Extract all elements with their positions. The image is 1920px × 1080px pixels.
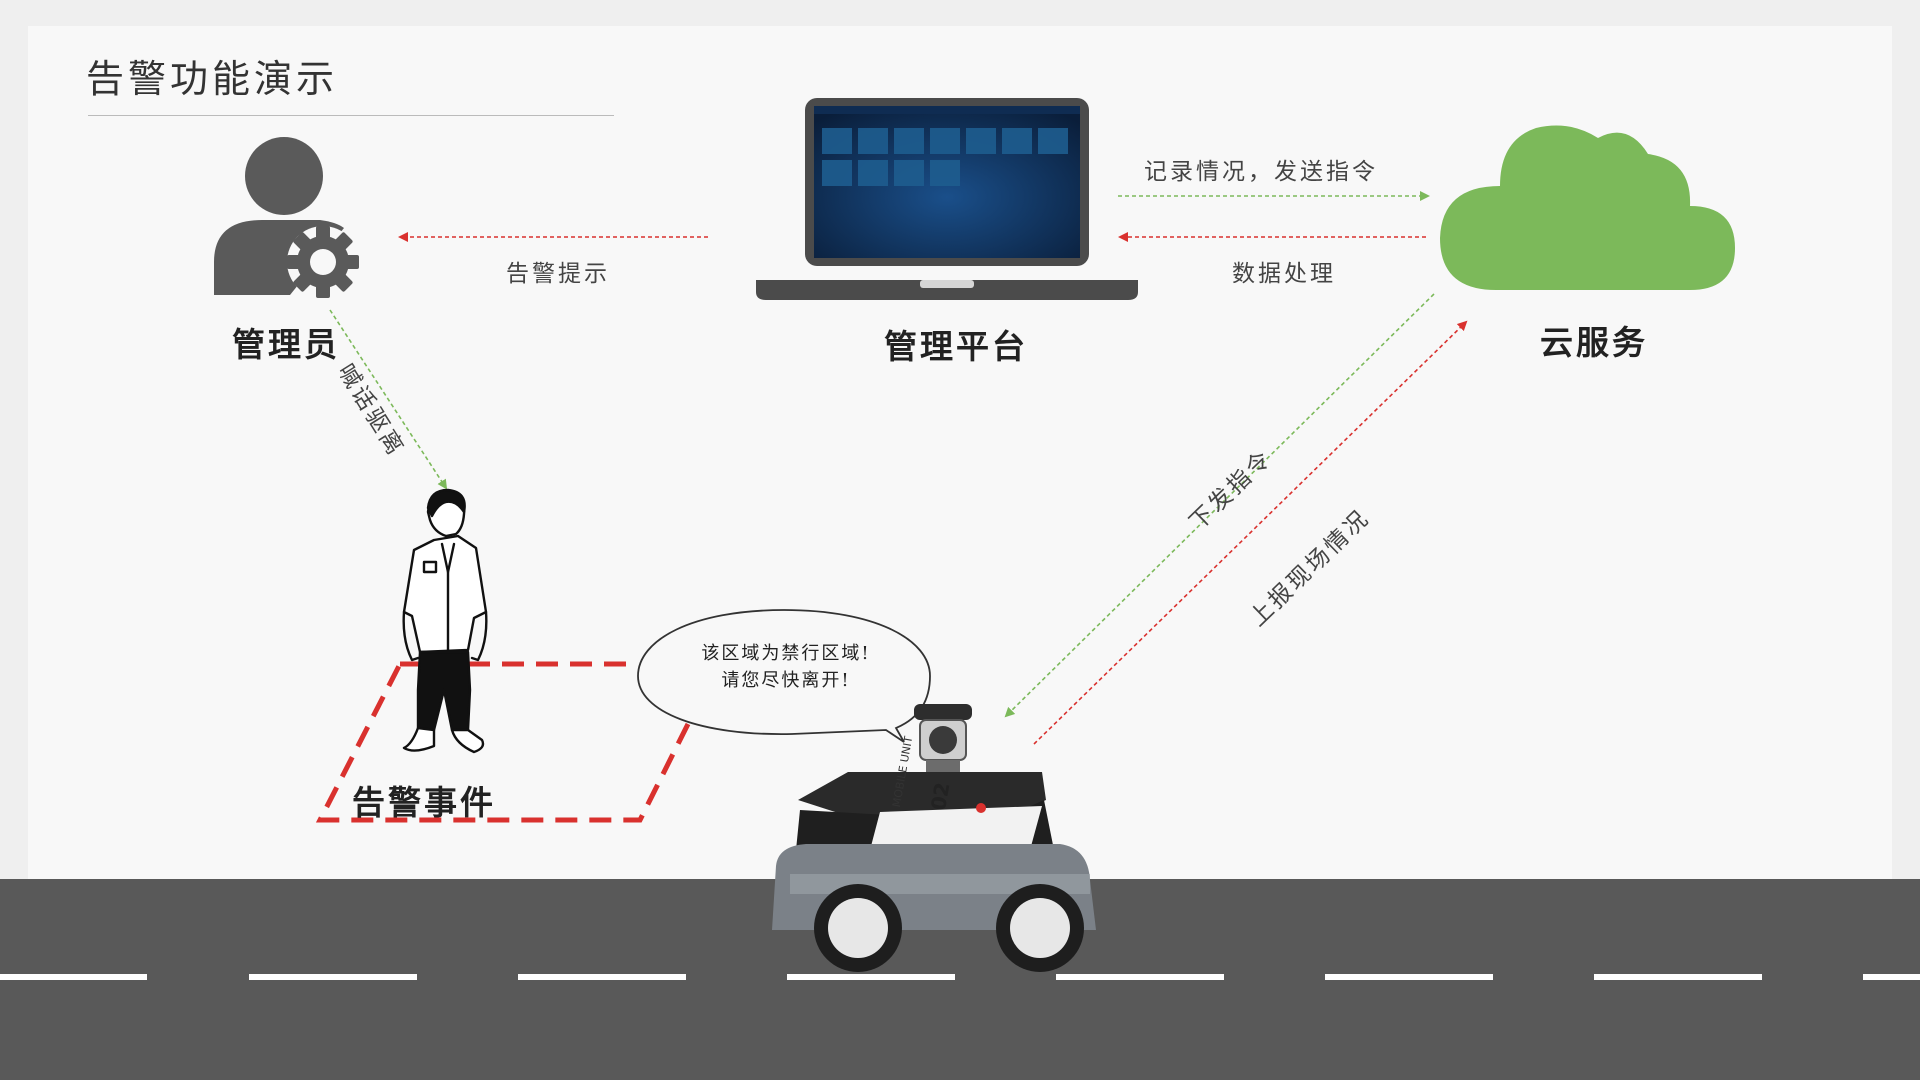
arrow-admin-to-person (329, 309, 448, 490)
bubble-text: 该区域为禁行区域! 请您尽快离开! (670, 640, 902, 694)
lane-marking (787, 974, 955, 980)
lane-marking (1056, 974, 1224, 980)
label-admin: 管理员 (232, 325, 340, 364)
lane-marking (249, 974, 417, 980)
label-cloud: 云服务 (1540, 323, 1648, 362)
patrol-robot (772, 704, 1096, 972)
bubble-line-1: 该区域为禁行区域! (701, 643, 871, 664)
admin-icon (214, 137, 359, 298)
cloud-icon (1440, 125, 1735, 291)
label-data-processing: 数据处理 (1232, 261, 1336, 287)
person-figure (402, 488, 488, 754)
lane-marking (0, 974, 147, 980)
arrow-robot-to-cloud (1033, 320, 1468, 745)
lane-marking (1594, 974, 1762, 980)
lane-marking (1325, 974, 1493, 980)
page-title: 告警功能演示 (86, 57, 339, 101)
label-alarm-prompt: 告警提示 (506, 261, 610, 287)
gear-icon (287, 226, 359, 298)
laptop-icon (756, 98, 1138, 300)
label-platform: 管理平台 (884, 327, 1028, 366)
lane-marking (518, 974, 686, 980)
lane-marking (1863, 974, 1920, 980)
title-divider (88, 115, 614, 116)
label-event: 告警事件 (352, 783, 496, 822)
arrow-cloud-to-robot (1004, 293, 1435, 718)
label-record-send: 记录情况，发送指令 (1144, 159, 1378, 185)
bubble-line-2: 请您尽快离开! (721, 670, 851, 691)
robot-unit-number: 02 (926, 780, 955, 813)
speech-bubble (637, 609, 931, 743)
